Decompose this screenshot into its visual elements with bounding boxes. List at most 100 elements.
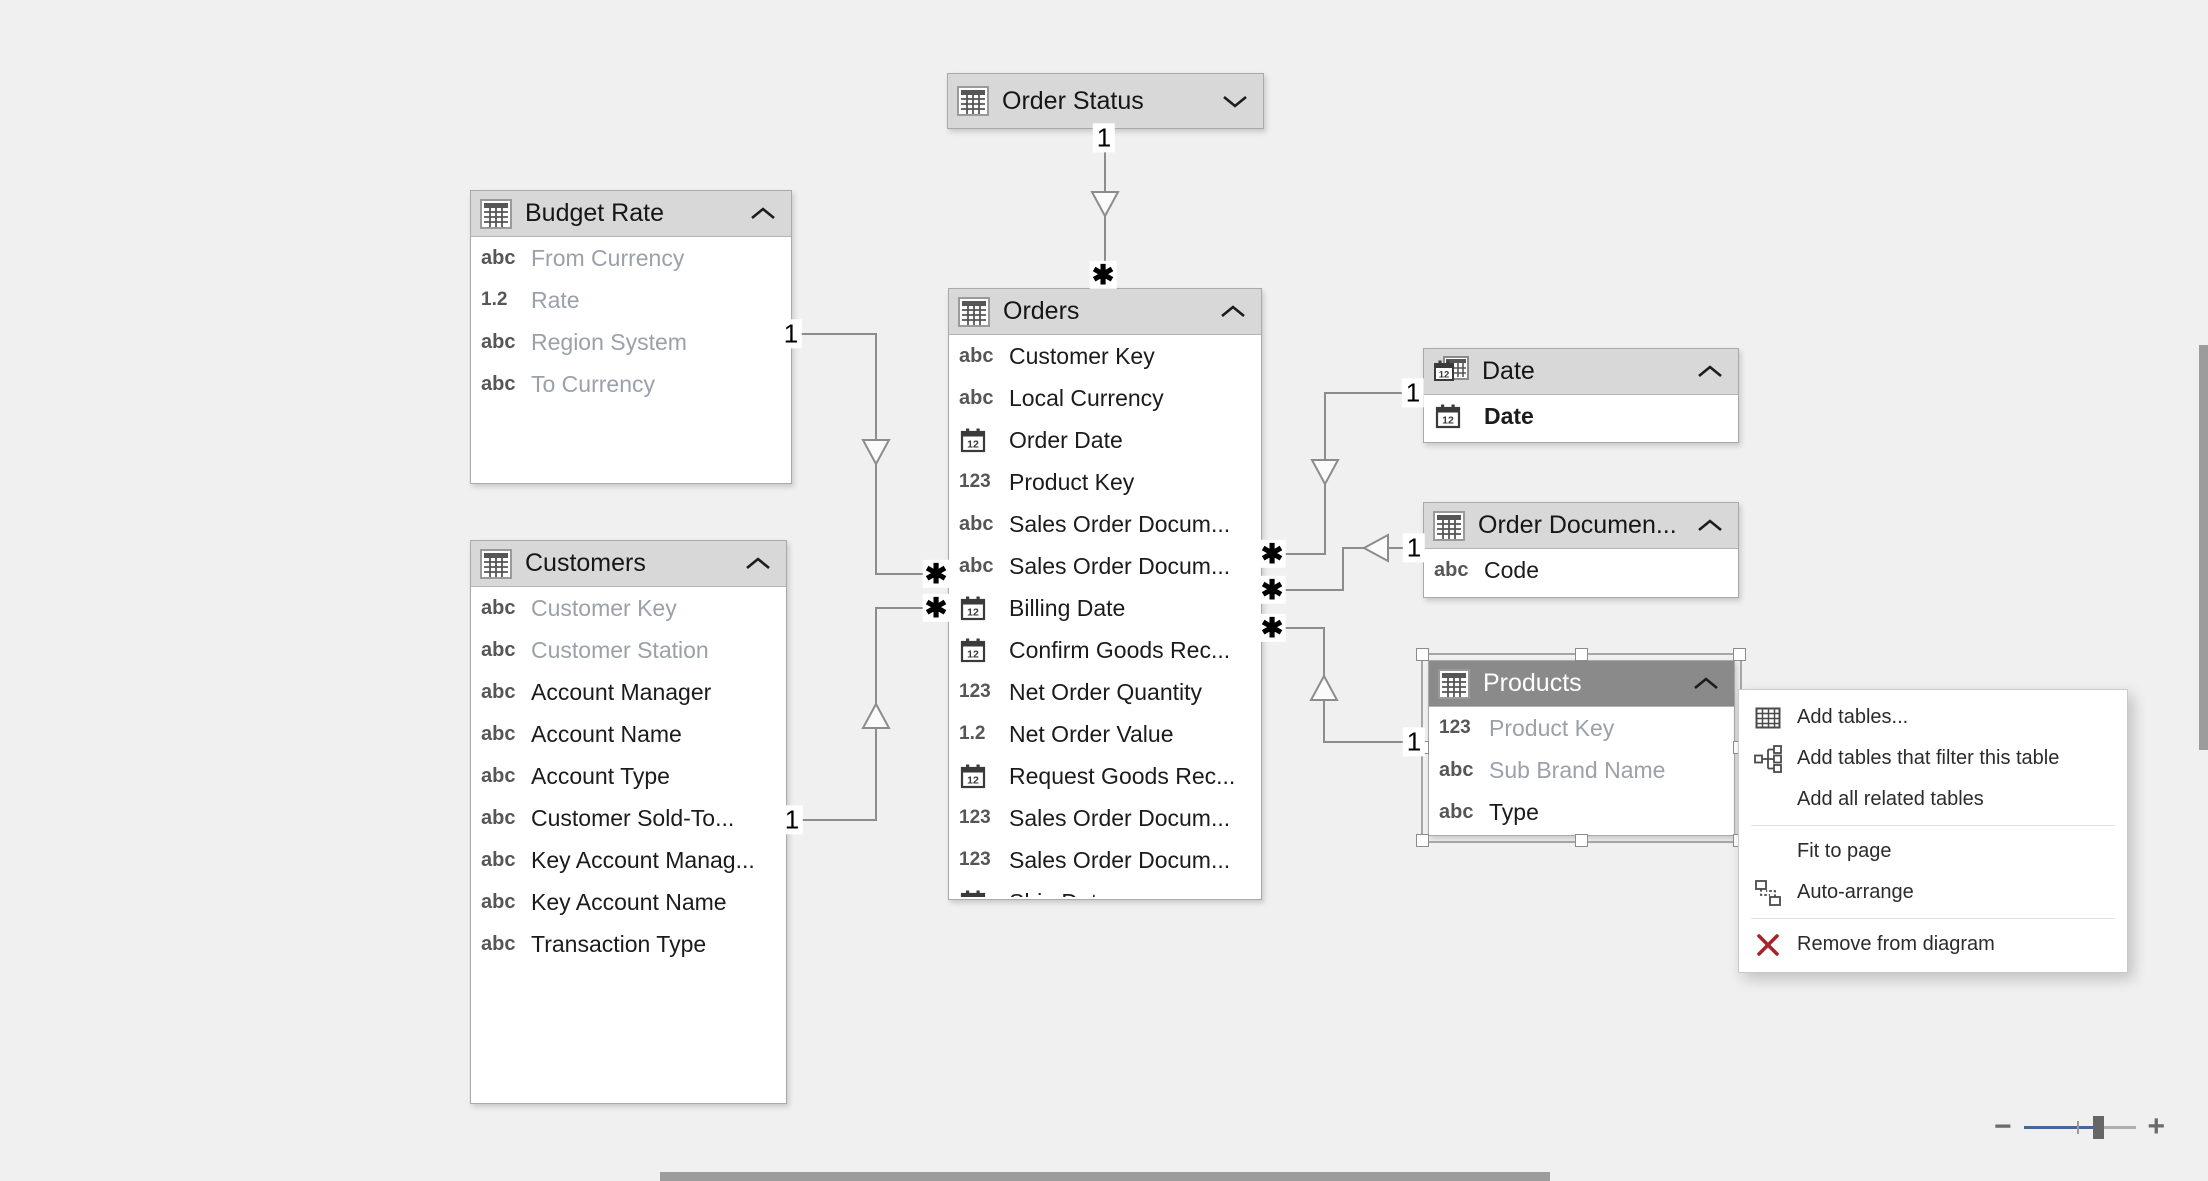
field-row-ship-date[interactable]: 12Ship Date	[949, 881, 1261, 897]
svg-text:12: 12	[967, 439, 979, 451]
cardinality-one-label: 1	[1092, 123, 1116, 153]
table-header[interactable]: Budget Rate	[471, 191, 791, 237]
field-row-account-name[interactable]: abc Account Name	[471, 713, 786, 755]
menu-item-add-tables-that-filter-this-table[interactable]: Add tables that filter this table	[1739, 738, 2127, 779]
selection-handle[interactable]	[1416, 648, 1429, 661]
field-row-billing-date[interactable]: 12 Billing Date	[949, 587, 1261, 629]
chevron-up-icon[interactable]	[747, 202, 779, 226]
cross-filter-arrow-down	[1310, 459, 1340, 487]
selection-handle[interactable]	[1416, 834, 1429, 847]
field-label: Region System	[531, 328, 687, 355]
table-icon	[479, 198, 513, 230]
zoom-out-button[interactable]: −	[1994, 1110, 2012, 1143]
selection-handle[interactable]	[1574, 834, 1588, 847]
zoom-in-button[interactable]: +	[2147, 1110, 2166, 1143]
menu-item-label: Add tables that filter this table	[1797, 747, 2060, 769]
chevron-down-icon[interactable]	[1219, 89, 1251, 113]
zoom-slider-thumb[interactable]	[2092, 1116, 2104, 1139]
table-order-status[interactable]: Order Status	[947, 73, 1264, 129]
calendar-icon: 12	[959, 594, 1001, 622]
whole-number-field-icon: 123	[959, 807, 991, 828]
svg-text:12: 12	[1442, 415, 1454, 427]
menu-item-auto-arrange[interactable]: Auto-arrange	[1739, 872, 2127, 913]
whole-number-field-icon: 123	[959, 681, 991, 702]
table-header[interactable]: Customers	[471, 541, 786, 587]
table-header[interactable]: Order Status	[948, 74, 1263, 128]
table-title: Orders	[1003, 297, 1080, 325]
field-label: Customer Key	[1009, 342, 1155, 369]
horizontal-scrollbar-thumb[interactable]	[660, 1172, 1550, 1181]
relationship-line-orderdocument-orders[interactable]	[1262, 547, 1421, 591]
relationship-line-products-orders[interactable]	[1262, 627, 1421, 743]
text-field-icon: abc	[481, 848, 516, 871]
chevron-up-icon[interactable]	[1694, 514, 1726, 538]
table-header[interactable]: Order Documen...	[1424, 503, 1738, 549]
field-label: Account Name	[531, 720, 682, 747]
table-header[interactable]: Orders	[949, 289, 1261, 335]
menu-item-label: Add tables...	[1797, 706, 1909, 728]
chevron-up-icon[interactable]	[1694, 360, 1726, 384]
field-label: Billing Date	[1009, 594, 1126, 621]
menu-item-add-tables[interactable]: Add tables...	[1739, 697, 2127, 738]
menu-item-fit-to-page[interactable]: Fit to page	[1739, 831, 2127, 872]
chevron-up-icon[interactable]	[742, 552, 774, 576]
chevron-up-icon[interactable]	[1217, 300, 1249, 324]
cardinality-one-label: 1	[779, 319, 803, 349]
selection-handle[interactable]	[1733, 648, 1746, 661]
selection-handle[interactable]	[1574, 648, 1588, 661]
text-field-icon: abc	[1439, 758, 1474, 781]
menu-item-add-all-related-tables[interactable]: Add all related tables	[1739, 779, 2127, 820]
text-field-icon: abc	[959, 554, 994, 577]
decimal-field-icon: 1.2	[481, 289, 508, 310]
relationship-line-budgetrate-orders[interactable]	[790, 333, 946, 575]
chevron-up-icon[interactable]	[1690, 672, 1722, 696]
relationship-line-customers-orders[interactable]	[790, 607, 946, 821]
zoom-slider[interactable]	[2023, 1114, 2136, 1140]
relationship-line-date-orders[interactable]	[1262, 392, 1421, 555]
text-field-icon: abc	[481, 932, 516, 955]
table-header[interactable]: Products	[1429, 661, 1734, 707]
cross-filter-arrow-down	[1090, 191, 1120, 219]
menu-item-remove-from-diagram[interactable]: Remove from diagram	[1739, 924, 2127, 965]
vertical-scrollbar-thumb[interactable]	[2199, 345, 2208, 750]
text-field-icon: abc	[481, 722, 516, 745]
menu-divider	[1751, 918, 2115, 919]
